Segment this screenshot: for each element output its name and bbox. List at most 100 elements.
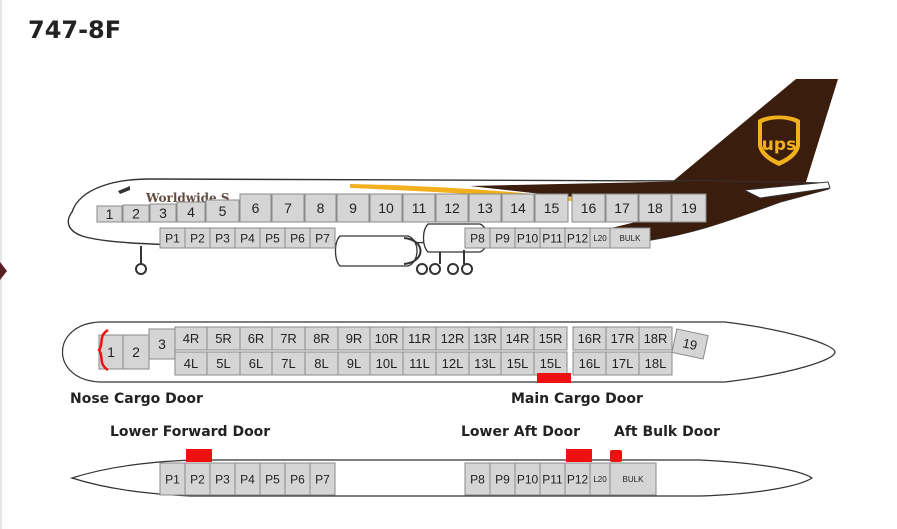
main-deck-position-left: 5L [206,351,241,376]
horizontal-stabilizer [742,181,831,199]
lower-deck-position-forward-box [259,462,286,496]
side-main-position: 1 [96,205,123,223]
main-deck-position-left-label: 4L [184,356,198,371]
main-deck-position-left-label: 17L [612,356,634,371]
side-lower-position: P5 [259,227,286,249]
main-deck-position-right-label: 13R [473,331,497,346]
main-deck-position-box [122,334,150,370]
side-lower-position: P6 [284,227,311,249]
page-title: 747-8F [28,16,122,44]
side-main-position-label: 6 [252,200,260,216]
side-main-position: 11 [402,193,436,223]
main-deck-position-left: 7L [271,351,306,376]
lower-deck-position-aft-label: P10 [517,472,539,486]
side-lower-position: P3 [209,227,236,249]
tail-fin [672,79,838,182]
main-deck-position-left: 9L [337,351,371,376]
side-main-position: 3 [149,203,177,223]
side-lower-position: P7 [309,227,336,249]
lower-deck-position-forward-box [234,462,261,496]
side-main-position: 5 [205,199,240,223]
main-deck-position-left: 17L [605,351,640,376]
side-main-position: 14 [501,193,535,223]
nose-cargo-door-label: Nose Cargo Door [70,391,203,407]
side-lower-position-box [309,227,336,249]
side-main-position: 16 [571,193,606,223]
main-deck-position-right-label: 12R [441,331,465,346]
side-main-position-box [336,193,370,223]
main-deck-position-right: 4R [174,326,208,351]
side-lower-position-label: P5 [265,231,280,245]
main-deck-position-tail-box [671,328,709,360]
lower-deck-position-aft-box [489,462,516,496]
main-deck-position-right-label: 18R [644,331,668,346]
side-main-position-label: 3 [159,205,167,221]
lower-deck-position-forward-label: P2 [190,472,205,486]
main-deck-position-right: 8R [304,326,339,351]
main-deck-position-right: 14R [500,326,535,351]
main-deck-position-left: 6L [239,351,273,376]
nose-cargo-door-marker [97,328,109,372]
main-deck-position: 2 [122,334,150,370]
lower-deck-position-aft-label: P11 [542,472,563,486]
side-lower-position-label: P12 [567,231,589,245]
main-deck-position-right-label: 16R [578,331,602,346]
side-main-position-label: 13 [477,200,493,216]
lower-deck-position-aft-box [539,462,566,496]
main-deck-position-left-label: 18L [645,356,667,371]
side-lower-position-label: P10 [517,231,539,245]
lower-deck-position-forward-box [184,462,211,496]
main-deck-position-left: 13L [468,351,502,376]
main-deck-position-left: 10L [369,351,404,376]
side-main-position: 7 [271,193,305,223]
main-landing-gear [416,250,473,275]
main-deck-position-tail-label: 19 [681,335,698,353]
lower-deck-position-aft-label: BULK [623,475,645,484]
aft-bulk-door-marker [610,450,622,462]
side-main-position-box [176,201,206,223]
side-main-position-box [468,193,502,223]
lower-deck-position-aft-label: P9 [495,472,510,486]
livery-brown [470,181,828,241]
side-main-position-box [304,193,337,223]
engine-inboard [334,235,422,267]
side-lower-position: P10 [514,227,541,249]
svg-text:ups: ups [762,135,796,155]
main-deck-position-left: 4L [174,351,208,376]
lower-deck-position-forward-box [284,462,311,496]
lower-deck-position-forward: P1 [159,462,186,496]
side-main-position-label: 7 [284,200,292,216]
side-main-position-box [435,193,469,223]
main-deck-position-right-label: 11R [408,331,431,346]
main-cargo-door-marker [537,373,571,383]
side-lower-position-box [609,227,651,249]
main-deck-position-right: 12R [435,326,470,351]
side-main-position: 8 [304,193,337,223]
side-main-position: 2 [122,204,150,223]
side-main-position-box [271,193,305,223]
side-lower-position: P4 [234,227,261,249]
main-deck-position-tail: 19 [671,328,709,360]
side-lower-position: P12 [564,227,591,249]
main-deck-position-right-box [533,326,568,351]
lower-deck-position-aft-box [564,462,591,496]
lower-forward-door-label: Lower Forward Door [110,424,271,440]
main-deck-position-right-label: 10R [375,331,399,346]
main-deck-position-right-label: 8R [313,331,330,346]
lower-aft-door-label: Lower Aft Door [461,424,580,440]
lower-deck-position-aft-box [464,462,491,496]
side-main-position-label: 14 [510,200,526,216]
main-deck-position-left: 11L [402,351,437,376]
left-arrow-icon[interactable] [0,262,7,280]
side-main-position-label: 18 [647,200,663,216]
side-lower-position-label: P2 [190,231,205,245]
side-lower-position-label: P8 [470,231,485,245]
lower-deck-position-aft-box [514,462,541,496]
main-deck-position-right: 17R [605,326,640,351]
side-main-position-box [402,193,436,223]
lower-deck-position-forward-box [309,462,336,496]
